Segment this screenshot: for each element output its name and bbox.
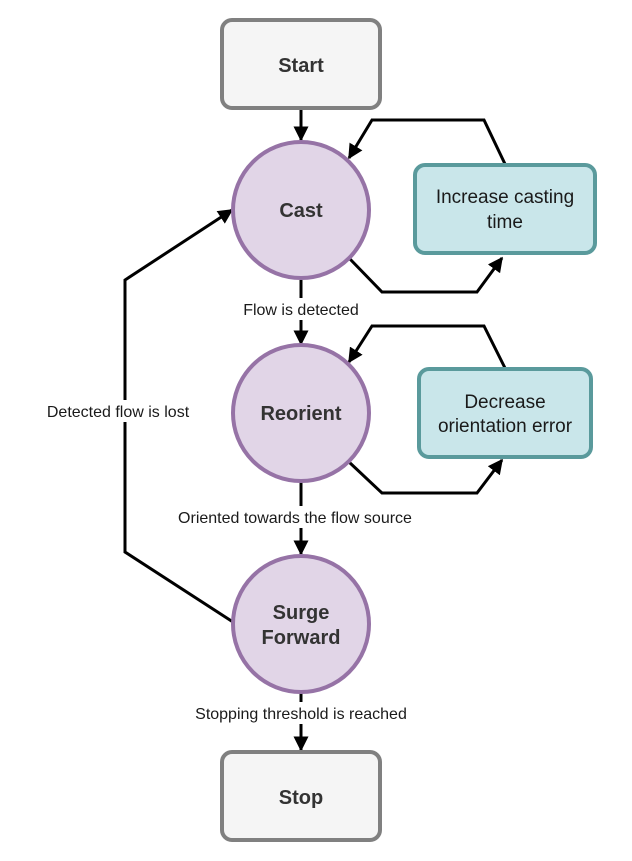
oriented-label-bg [163, 506, 427, 528]
edge-reorient-loop-out [347, 458, 504, 495]
increase-casting-time-node[interactable] [413, 163, 597, 255]
increase-casting-time-label-2: time [487, 212, 523, 233]
start-label: Start [278, 55, 324, 77]
flow-detected-label-bg [234, 298, 368, 320]
start-node[interactable] [220, 18, 382, 110]
stopping-label-bg [180, 702, 422, 724]
oriented-label: Oriented towards the flow source [178, 510, 412, 527]
flow-lost-label: Detected flow is lost [47, 404, 190, 421]
edge-reorient-loop-back [347, 324, 507, 369]
decrease-orientation-error-label-2: orientation error [438, 416, 573, 437]
stopping-label: Stopping threshold is reached [195, 706, 407, 723]
decrease-orientation-error-label-1: Decrease [464, 392, 545, 413]
surge-forward-node[interactable] [231, 554, 371, 694]
decrease-orientation-error-node[interactable] [417, 367, 593, 459]
surge-forward-label-2: Forward [262, 627, 341, 649]
reorient-node[interactable] [231, 343, 371, 483]
cast-label: Cast [279, 200, 323, 222]
cast-node[interactable] [231, 140, 371, 280]
edge-cast-loop-out [347, 256, 504, 294]
increase-casting-time-label-1: Increase casting [436, 187, 574, 208]
surge-forward-label-1: Surge [273, 602, 330, 624]
stop-node[interactable] [220, 750, 382, 842]
stop-label: Stop [279, 787, 323, 809]
flow-detected-label: Flow is detected [243, 302, 359, 319]
edge-cast-loop-back [347, 118, 507, 165]
reorient-label: Reorient [260, 403, 341, 425]
flow-lost-label-bg [36, 400, 200, 422]
